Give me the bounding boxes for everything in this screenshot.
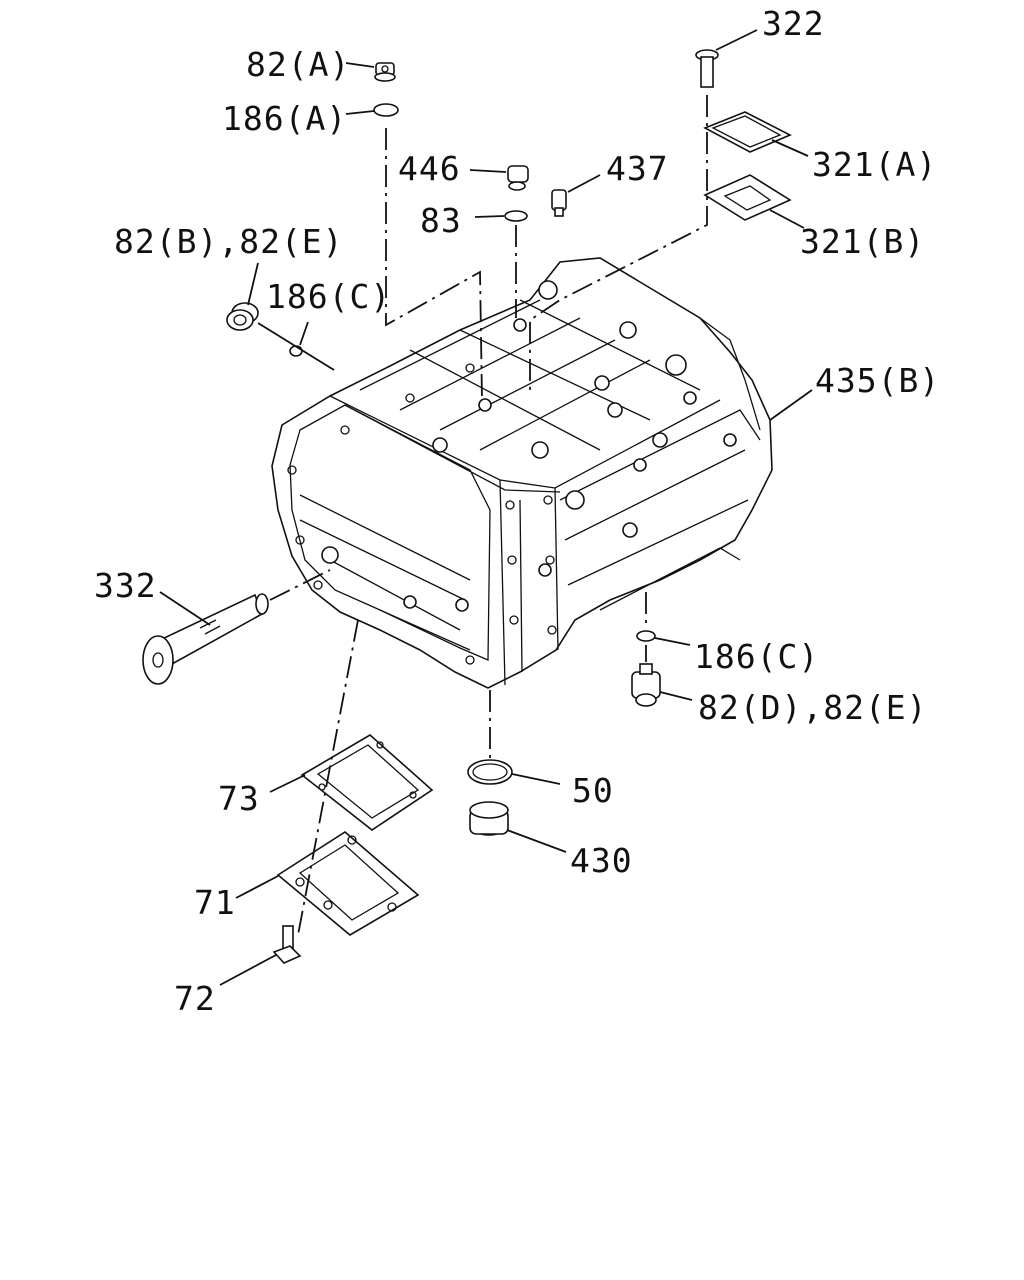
cover-71 xyxy=(276,831,420,936)
plug-82a xyxy=(374,62,396,82)
label-321a: 321(A) xyxy=(812,145,937,184)
washer-186a xyxy=(373,103,399,117)
gasket-73 xyxy=(300,734,434,831)
oil-strainer-332 xyxy=(142,593,269,685)
label-332: 332 xyxy=(94,566,157,605)
o-ring-50 xyxy=(467,759,513,785)
label-82d-82e: 82(D),82(E) xyxy=(698,688,928,727)
transmission-case-housing xyxy=(271,257,773,689)
plug-82b xyxy=(226,302,259,331)
label-82a: 82(A) xyxy=(246,45,350,84)
label-430: 430 xyxy=(570,841,633,880)
label-186a: 186(A) xyxy=(222,99,347,138)
label-82b-82e: 82(B),82(E) xyxy=(114,222,344,261)
label-186c-bottom: 186(C) xyxy=(694,637,819,676)
label-321b: 321(B) xyxy=(800,222,925,261)
label-446: 446 xyxy=(398,149,461,188)
gasket-321b xyxy=(703,174,792,221)
label-83: 83 xyxy=(420,201,462,240)
part-labels: 322 82(A) 186(A) 446 437 83 321(A) 321(B… xyxy=(94,4,940,1018)
leader-lines xyxy=(159,29,813,986)
plug-430 xyxy=(469,801,509,836)
cover-321a xyxy=(703,111,792,153)
label-73: 73 xyxy=(218,779,260,818)
washer-186c-bottom xyxy=(636,630,656,642)
label-435b: 435(B) xyxy=(815,361,940,400)
center-lines xyxy=(269,95,708,936)
switch-437 xyxy=(551,189,567,217)
label-186c-top: 186(C) xyxy=(266,277,391,316)
washer-83 xyxy=(504,210,528,222)
label-71: 71 xyxy=(194,883,236,922)
label-322: 322 xyxy=(762,4,825,43)
label-50: 50 xyxy=(572,771,614,810)
plug-446 xyxy=(507,165,529,191)
plug-82d xyxy=(631,663,661,707)
bolt-72 xyxy=(272,925,302,964)
label-72: 72 xyxy=(174,979,216,1018)
label-437: 437 xyxy=(606,149,669,188)
bolt-322 xyxy=(695,49,719,88)
